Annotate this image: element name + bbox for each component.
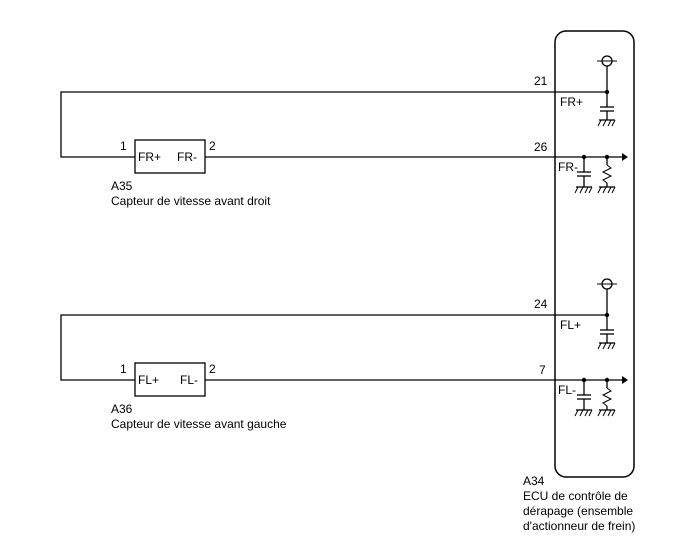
sensor-a36: FL+ FL- 1 2 A36 Capteur de vitesse avant…	[60, 314, 555, 431]
ecu-fl-plus-circuit: FL+	[555, 278, 617, 350]
wire-fl-plus	[60, 314, 555, 381]
ecu-housing	[554, 30, 635, 478]
sensor-a35-pin1: 1	[120, 139, 127, 153]
sensor-a35-name: Capteur de vitesse avant droit	[111, 194, 271, 208]
resistor-icon	[601, 164, 613, 184]
ecu-pin-7: 7	[539, 363, 546, 377]
ecu-label-fr-minus: FR-	[558, 160, 578, 174]
ground-icon	[597, 119, 616, 127]
ecu-name-line-2: dérapage (ensemble	[523, 504, 633, 518]
sensor-a36-pin1: 1	[120, 362, 127, 376]
resistor-icon	[601, 387, 613, 407]
ecu-label-fl-plus: FL+	[560, 318, 581, 332]
ecu-fl-minus-circuit: FL-	[555, 376, 628, 417]
sensor-a36-pin2: 2	[209, 362, 216, 376]
sensor-a36-code: A36	[111, 402, 133, 416]
sensor-a36-body	[134, 362, 206, 397]
ground-icon	[597, 186, 616, 194]
wire-fr-plus	[60, 91, 555, 158]
ground-icon	[597, 409, 616, 417]
sensor-a35-term-minus: FR-	[177, 150, 197, 164]
sensor-a35-term-plus: FR+	[138, 150, 161, 164]
ecu-pin-26: 26	[534, 140, 548, 154]
ground-icon	[574, 186, 593, 194]
ecu-name-line-3: d'actionneur de frein)	[523, 519, 635, 533]
sensor-a35-body	[134, 139, 206, 174]
ecu-name-line-1: ECU de contrôle de	[523, 489, 628, 503]
ecu-pin-21: 21	[534, 74, 548, 88]
sensor-a36-term-minus: FL-	[180, 373, 198, 387]
arrow-right-icon	[622, 153, 628, 161]
ecu-label-fl-minus: FL-	[558, 383, 576, 397]
sensor-a35-code: A35	[111, 179, 133, 193]
ecu-code: A34	[523, 474, 545, 488]
ecu-fr-minus-circuit: FR-	[555, 153, 628, 194]
ground-icon	[574, 409, 593, 417]
ground-icon	[597, 342, 616, 350]
ecu-label-fr-plus: FR+	[560, 95, 583, 109]
sensor-a36-term-plus: FL+	[138, 373, 159, 387]
sensor-a35-pin2: 2	[209, 139, 216, 153]
ecu-fr-plus-circuit: FR+	[555, 55, 617, 127]
arrow-right-icon	[622, 376, 628, 384]
sensor-a36-name: Capteur de vitesse avant gauche	[111, 417, 287, 431]
sensor-a35: FR+ FR- 1 2 A35 Capteur de vitesse avant…	[60, 91, 555, 208]
ecu-pin-24: 24	[534, 297, 548, 311]
